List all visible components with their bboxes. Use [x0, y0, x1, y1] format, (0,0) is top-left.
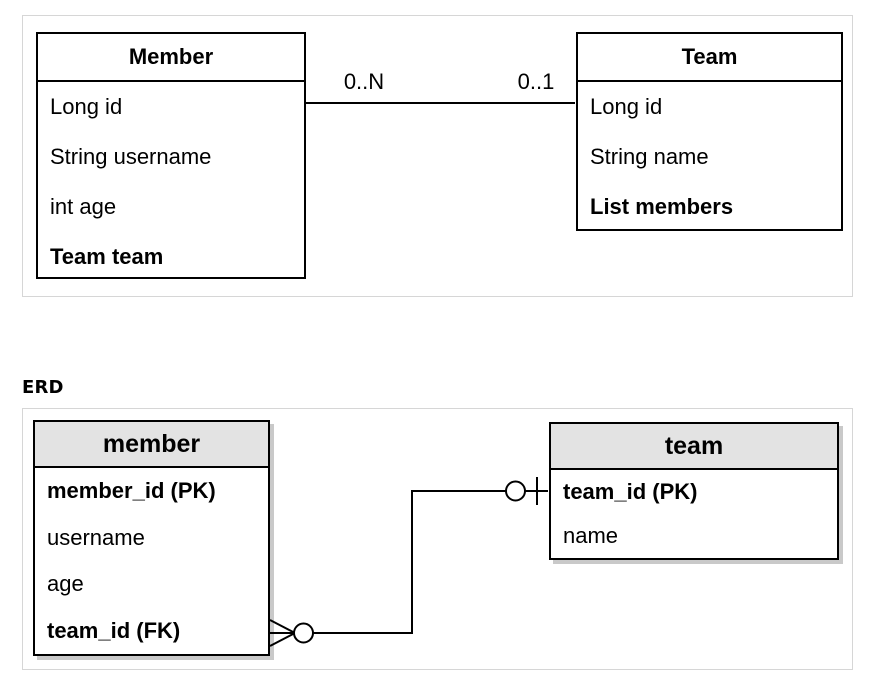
erd-column-row: age: [47, 571, 84, 597]
erd-heading: ERD: [22, 377, 64, 398]
erd-column-row: team_id (PK): [563, 479, 698, 504]
erd-table-team-title: team: [551, 424, 837, 470]
uml-attribute-row: int age: [50, 194, 117, 219]
uml-attribute-row: String name: [590, 144, 709, 169]
uml-attribute-row: String username: [50, 144, 212, 169]
erd-column-row: username: [47, 524, 145, 550]
erd-column-row: name: [563, 523, 619, 548]
uml-attribute-row: Long id: [590, 94, 663, 119]
uml-class-member: Member Long id String username int age T…: [36, 32, 306, 279]
uml-attribute-row: Team team: [50, 244, 164, 269]
uml-class-team-title: Team: [578, 34, 841, 82]
uml-class-team: Team Long id String name List members: [576, 32, 843, 231]
uml-class-member-title: Member: [38, 34, 304, 82]
erd-table-member: member member_id (PK) username age team_…: [33, 420, 270, 656]
erd-column-row: member_id (PK): [47, 478, 216, 504]
multiplicity-label-one: 0..1: [517, 69, 555, 94]
multiplicity-label-many: 0..N: [343, 69, 385, 94]
uml-panel: Member Long id String username int age T…: [22, 15, 853, 297]
erd-column-row: team_id (FK): [47, 617, 181, 643]
erd-table-team: team team_id (PK) name: [549, 422, 839, 560]
uml-attribute-row: Long id: [50, 94, 123, 119]
uml-attribute-row: List members: [590, 194, 734, 219]
erd-table-member-title: member: [35, 422, 268, 468]
